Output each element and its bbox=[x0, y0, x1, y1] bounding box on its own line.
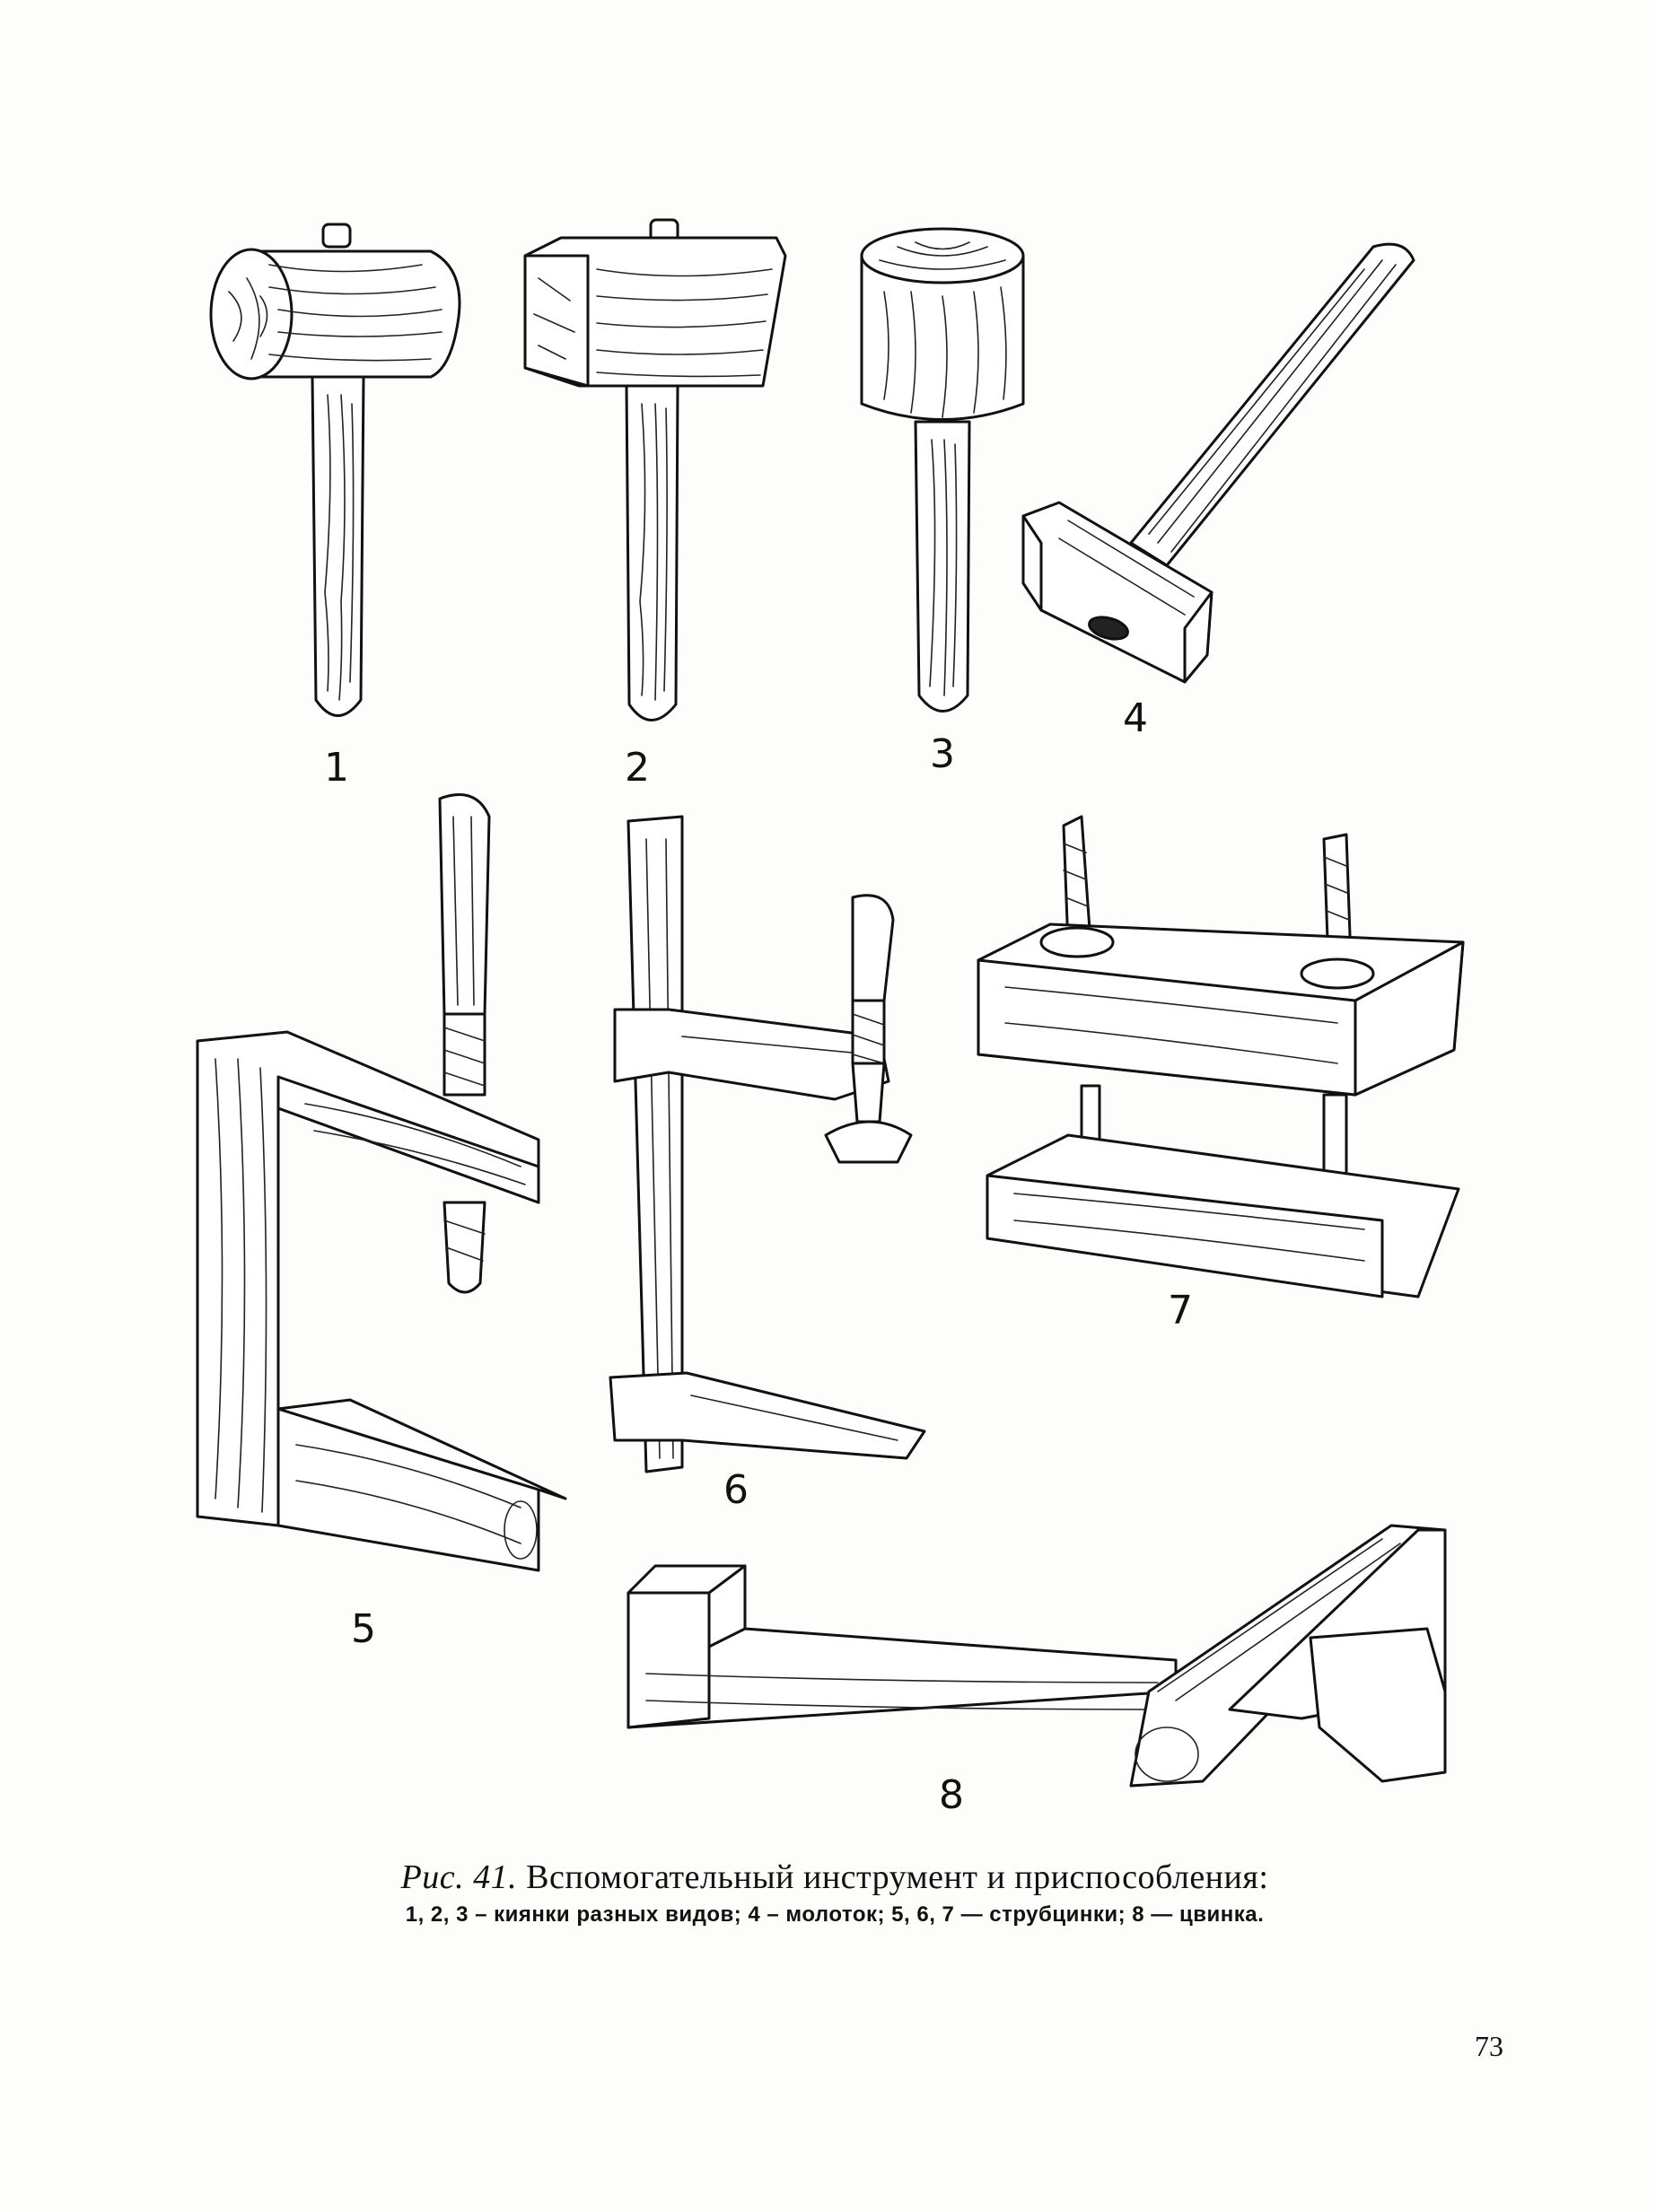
figure-screw-press-clamp bbox=[969, 808, 1472, 1328]
figure-wooden-clamp bbox=[188, 781, 583, 1606]
page-number: 73 bbox=[1475, 2030, 1503, 2062]
caption-title-line: Рис. 41. Вспомогательный инструмент и пр… bbox=[162, 1858, 1508, 1897]
figure-bar-clamp bbox=[583, 812, 942, 1485]
hammer-illustration bbox=[1005, 233, 1436, 700]
mallet-wedge-illustration bbox=[516, 215, 803, 745]
figure-label: 8 bbox=[939, 1772, 964, 1818]
screw-press-clamp-illustration bbox=[969, 808, 1472, 1328]
mallet-round-illustration bbox=[206, 215, 476, 745]
figure-caption: Рис. 41. Вспомогательный инструмент и пр… bbox=[162, 1858, 1508, 1928]
figure-hammer bbox=[1005, 233, 1436, 700]
figure-mallet-round bbox=[206, 215, 476, 745]
figure-wedge-clamp bbox=[619, 1512, 1454, 1817]
figure-label: 6 bbox=[723, 1467, 749, 1513]
figure-label: 2 bbox=[625, 745, 650, 791]
wedge-clamp-illustration bbox=[619, 1512, 1454, 1817]
caption-title: Вспомогательный инструмент и приспособле… bbox=[526, 1858, 1269, 1896]
caption-legend: 1, 2, 3 – киянки разных видов; 4 – молот… bbox=[405, 1902, 1265, 1927]
mallet-cylinder-illustration bbox=[844, 220, 1041, 731]
figure-label: 4 bbox=[1123, 695, 1148, 741]
caption-prefix: Рис. 41. bbox=[400, 1858, 518, 1896]
bar-clamp-illustration bbox=[583, 812, 942, 1485]
figure-mallet-wedge bbox=[516, 215, 803, 745]
figure-mallet-cylinder bbox=[844, 220, 1041, 731]
figure-label: 3 bbox=[930, 731, 955, 777]
figure-label: 7 bbox=[1168, 1288, 1193, 1333]
figure-label: 5 bbox=[351, 1606, 376, 1652]
wooden-clamp-illustration bbox=[188, 781, 583, 1606]
figure-label: 1 bbox=[324, 745, 349, 791]
